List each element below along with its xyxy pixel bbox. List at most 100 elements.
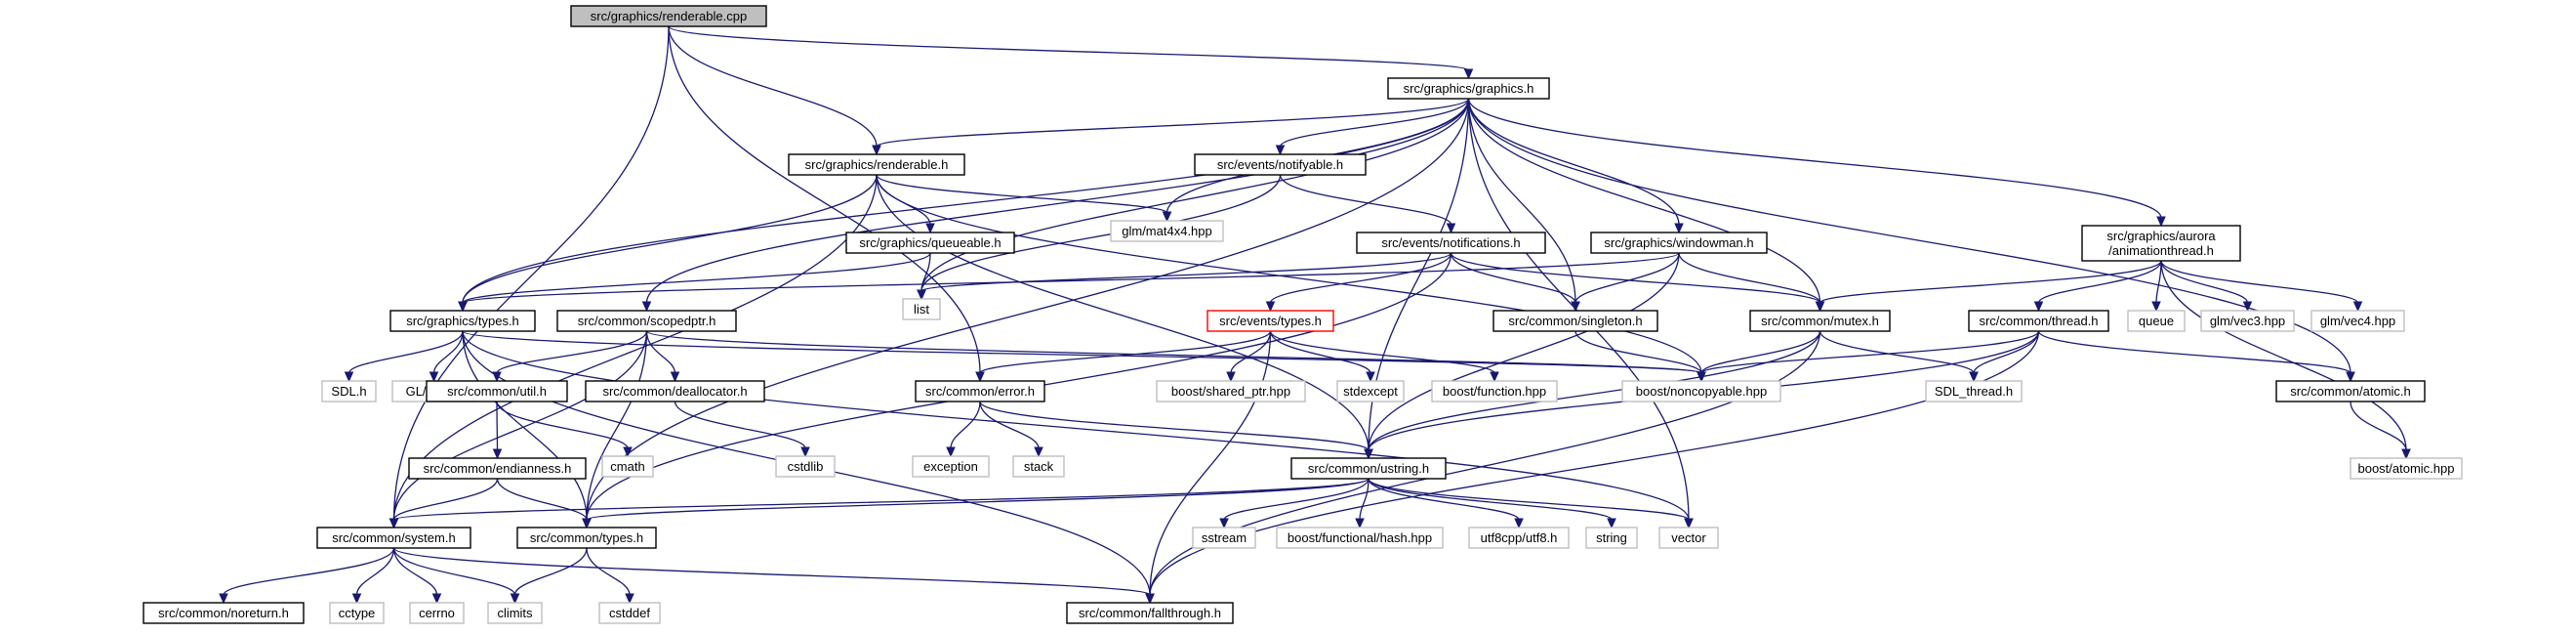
edge-line [1819,330,1975,374]
node-box [1925,380,2023,402]
node-system-h[interactable]: src/common/system.h [316,527,471,549]
node-mutex-h[interactable]: src/common/mutex.h [1749,310,1891,332]
node-renderable-h[interactable]: src/graphics/renderable.h [788,153,965,176]
node-box [1066,602,1234,624]
edge-graphics_h-to-mutex_h [1467,98,1825,313]
node-notifyable-h[interactable]: src/events/notifyable.h [1194,153,1367,176]
edge-arrowhead [1607,518,1616,529]
node-label: cerrno [419,606,455,620]
node-label: cstddef [609,606,650,620]
edge-line [1467,98,2351,374]
node-label: glm/vec3.hpp [2210,314,2285,328]
node-scopedptr-h[interactable]: src/common/scopedptr.h [556,310,737,332]
edge-error_h-to-stack [979,401,1043,458]
edge-arrowhead [1446,223,1456,234]
edge-line [392,547,438,596]
edge-singleton_h-to-boost_noncopy [1574,330,1706,383]
node-box [143,602,305,624]
node-singleton-h[interactable]: src/common/singleton.h [1492,310,1658,332]
node-windowman-h[interactable]: src/graphics/windowman.h [1590,232,1768,254]
edge-arrowhead [2401,448,2411,460]
node-box [1590,232,1768,254]
node-renderable-cpp[interactable]: src/graphics/renderable.cpp [570,5,767,27]
node-box [2127,310,2186,332]
node-label: SDL_thread.h [1935,384,2013,399]
node-stack: stack [1012,455,1065,478]
node-ustring-h[interactable]: src/common/ustring.h [1290,457,1447,480]
node-box [902,298,941,320]
node-deallocator-h[interactable]: src/common/deallocator.h [585,380,765,402]
edge-line [462,330,588,521]
node-label: queue [2139,314,2174,328]
node-animthread-h[interactable]: src/graphics/aurora/animationthread.h [2081,225,2241,262]
edge-renderable_h-to-boost_noncopy [876,174,1706,383]
node-box [2275,380,2426,402]
node-box [2081,225,2241,262]
node-notifications-h[interactable]: src/events/notifications.h [1356,232,1546,254]
edge-line [432,330,464,374]
edge-line [2160,260,2359,304]
edge-util_h-to-cmath [496,401,633,458]
edge-line [1700,330,2040,374]
edge-queueable_h-to-gfx_types_h [458,252,931,313]
edge-arrowhead [1226,371,1236,383]
node-boost-hash: boost/functional/hash.hpp [1276,527,1444,549]
edge-scopedptr_h-to-deallocator_h [645,330,680,383]
edge-arrowhead [1514,518,1524,529]
node-label: src/events/notifyable.h [1217,157,1343,172]
node-noreturn-h[interactable]: src/common/noreturn.h [143,602,305,624]
edge-thread_h-to-sdl_thread [1969,330,2040,383]
node-box [389,310,536,332]
edge-line [1149,330,1821,596]
edge-graphics_h-to-ustring_h [1364,98,1470,460]
node-box [426,380,568,402]
node-box [915,380,1045,402]
node-thread-h[interactable]: src/common/thread.h [1968,310,2109,332]
edge-line [462,98,1470,304]
edge-notifications_h-to-list [917,252,1452,301]
node-cstdlib: cstdlib [775,455,836,478]
node-label: src/graphics/types.h [406,314,519,328]
edge-line [496,478,588,521]
node-error-h[interactable]: src/common/error.h [915,380,1045,402]
node-queueable-h[interactable]: src/graphics/queueable.h [845,232,1015,254]
edge-arrowhead [351,593,362,605]
node-graphics-h[interactable]: src/graphics/graphics.h [1387,77,1550,100]
node-label: /animationthread.h [2108,243,2214,258]
node-list: list [902,298,941,320]
node-utf8: utf8cpp/utf8.h [1468,527,1570,549]
edge-system_h-to-climits [392,547,520,605]
edge-notifications_h-to-mutex_h [1450,252,1825,313]
node-cstddef: cstddef [598,602,661,624]
node-ev-types-h[interactable]: src/events/types.h [1206,310,1334,332]
edge-animthread_h-to-glm_vec3 [2160,260,2253,313]
node-util-h[interactable]: src/common/util.h [426,380,568,402]
edge-line [586,330,648,521]
edge-arrowhead [1219,518,1229,529]
node-cm-types-h[interactable]: src/common/types.h [516,527,657,549]
edge-arrowhead [1969,371,1979,383]
edge-arrowhead [2352,301,2363,313]
edge-arrowhead [2346,371,2355,383]
node-glm-vec3: glm/vec3.hpp [2200,310,2295,332]
node-endianness-h[interactable]: src/common/endianness.h [408,457,587,480]
edge-notifications_h-to-ev_types_h [1265,252,1452,313]
node-box [2350,457,2463,480]
edge-arrowhead [492,448,503,460]
node-atomic-h[interactable]: src/common/atomic.h [2275,380,2426,402]
edge-gfx_types_h-to-glew_h [429,330,464,383]
edge-line [496,401,629,449]
edge-line [1467,98,1576,304]
node-string: string [1585,527,1638,549]
node-gfx-types-h[interactable]: src/graphics/types.h [389,310,536,332]
node-box [845,232,1015,254]
edge-line [2037,330,2351,374]
edge-line [2037,260,2162,304]
node-label: src/common/atomic.h [2290,384,2411,399]
edge-line [1574,330,1702,374]
edge-graphics_h-to-animthread_h [1467,98,2166,228]
node-label: boost/shared_ptr.hpp [1171,384,1290,399]
node-label: src/graphics/queueable.h [859,235,1001,250]
node-fallthrough-h[interactable]: src/common/fallthrough.h [1066,602,1234,624]
edge-line [586,547,631,596]
